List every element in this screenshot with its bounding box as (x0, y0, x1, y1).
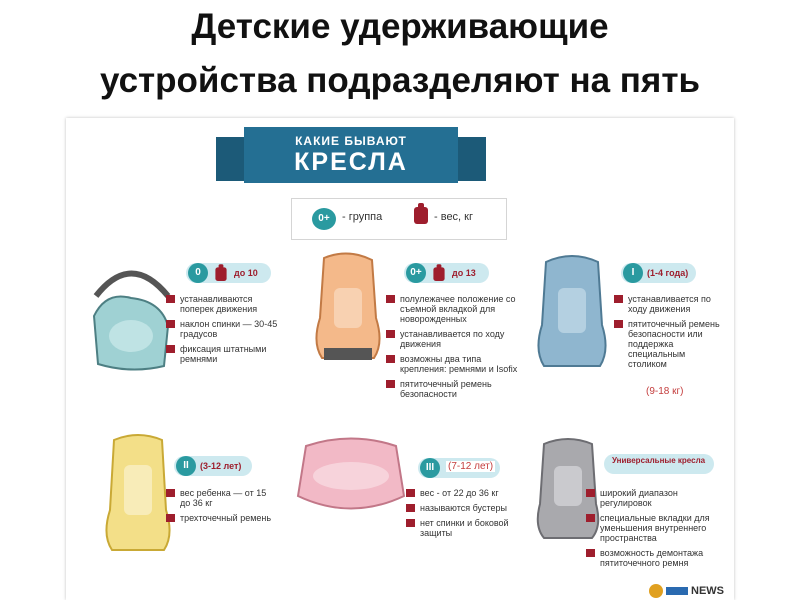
card-1-bullet: пятиточечный ремень безопасности (386, 379, 521, 399)
source-logo: NEWS (648, 584, 724, 598)
card-1-badge: 0+ (406, 263, 426, 283)
legend-weight-icon (414, 203, 428, 229)
card-1-tag-text: до 13 (452, 268, 476, 278)
card-5-tag-text: Универсальные кресла (612, 456, 706, 465)
card-0-weight-icon (215, 264, 227, 286)
ribbon-subtitle: КАКИЕ БЫВАЮТ (295, 134, 407, 148)
card-1-bullets: полулежачее положение со съемной вкладко… (386, 294, 521, 404)
card-5-tag: Универсальные кресла (604, 454, 714, 474)
card-4-age-range: (7-12 лет) (446, 461, 496, 472)
card-3-tag-text: (3-12 лет) (200, 461, 242, 471)
infant-carrier-seat (92, 270, 171, 371)
group-two-seat (105, 434, 171, 551)
card-3-bullet: вес ребенка — от 15 до 36 кг (166, 488, 276, 508)
card-2-tag-text: (1-4 года) (647, 268, 689, 278)
card-4-badge: III (420, 458, 440, 478)
legend-group-badge: 0+ (312, 208, 336, 230)
group-one-seat (537, 255, 607, 367)
legend-group-text: - группа (342, 211, 383, 223)
card-0-tag: 0 до 10 (186, 263, 271, 283)
card-0-bullet: фиксация штатными ремнями (166, 344, 286, 364)
card-2-bullet: устанавливается по ходу движения (614, 294, 726, 314)
card-1-bullet: полулежачее положение со съемной вкладко… (386, 294, 521, 324)
ribbon-title: КРЕСЛА (294, 148, 408, 176)
card-0-bullet: наклон спинки — 30-45 градусов (166, 319, 286, 339)
legend-box: 0+ - группа - вес, кг (291, 198, 507, 240)
card-2-tag: I (1-4 года) (621, 263, 696, 283)
card-1-weight-icon (433, 264, 445, 286)
card-2-weight-range: (9-18 кг) (644, 386, 686, 397)
card-0-bullet: устанавливаются поперек движения (166, 294, 286, 314)
card-4-bullet: вес - от 22 до 36 кг (406, 488, 518, 498)
title-line-1: Детские удерживающие (191, 7, 609, 46)
convertible-seat (315, 252, 381, 360)
logo-mark-icon (665, 587, 688, 595)
card-1-bullet: устанавливается по ходу движения (386, 329, 521, 349)
card-2-bullet: пятиточечный ремень безопасности или под… (614, 319, 726, 369)
card-3-badge: II (176, 456, 196, 476)
universal-seat (536, 438, 600, 539)
logo-text: NEWS (691, 584, 724, 597)
car-seat-infographic: КАКИЕ БЫВАЮТ КРЕСЛА 0+ - группа - вес, к… (66, 118, 734, 600)
booster-seat (296, 437, 406, 510)
card-0-badge: 0 (188, 263, 208, 283)
card-3-bullet: трехточечный ремень (166, 513, 276, 523)
card-3-bullets: вес ребенка — от 15 до 36 кг трехточечны… (166, 488, 276, 528)
card-5-bullet: широкий диапазон регулировок (586, 488, 726, 508)
card-4-bullets: вес - от 22 до 36 кг называются бустеры … (406, 488, 518, 543)
card-4-bullet: нет спинки и боковой защиты (406, 518, 518, 538)
card-0-tag-text: до 10 (234, 268, 258, 278)
header-ribbon: КАКИЕ БЫВАЮТ КРЕСЛА (216, 123, 486, 193)
card-2-bullets: устанавливается по ходу движения пятиточ… (614, 294, 726, 374)
card-1-tag: 0+ до 13 (404, 263, 489, 283)
ribbon-center: КАКИЕ БЫВАЮТ КРЕСЛА (244, 127, 458, 183)
card-0-bullets: устанавливаются поперек движения наклон … (166, 294, 286, 369)
title-line-2: устройства подразделяют на пять (99, 61, 701, 100)
card-1-bullet: возможны два типа крепления: ремнями и I… (386, 354, 521, 374)
legend-weight-text: - вес, кг (434, 211, 473, 223)
card-5-bullet: возможность демонтажа пятиточечного ремн… (586, 548, 726, 568)
logo-icon (648, 584, 663, 598)
card-3-tag: II (3-12 лет) (174, 456, 252, 476)
card-5-bullets: широкий диапазон регулировок специальные… (586, 488, 726, 573)
card-4-bullet: называются бустеры (406, 503, 518, 513)
card-2-badge: I (623, 263, 643, 283)
card-5-bullet: специальные вкладки для уменьшения внутр… (586, 513, 726, 543)
